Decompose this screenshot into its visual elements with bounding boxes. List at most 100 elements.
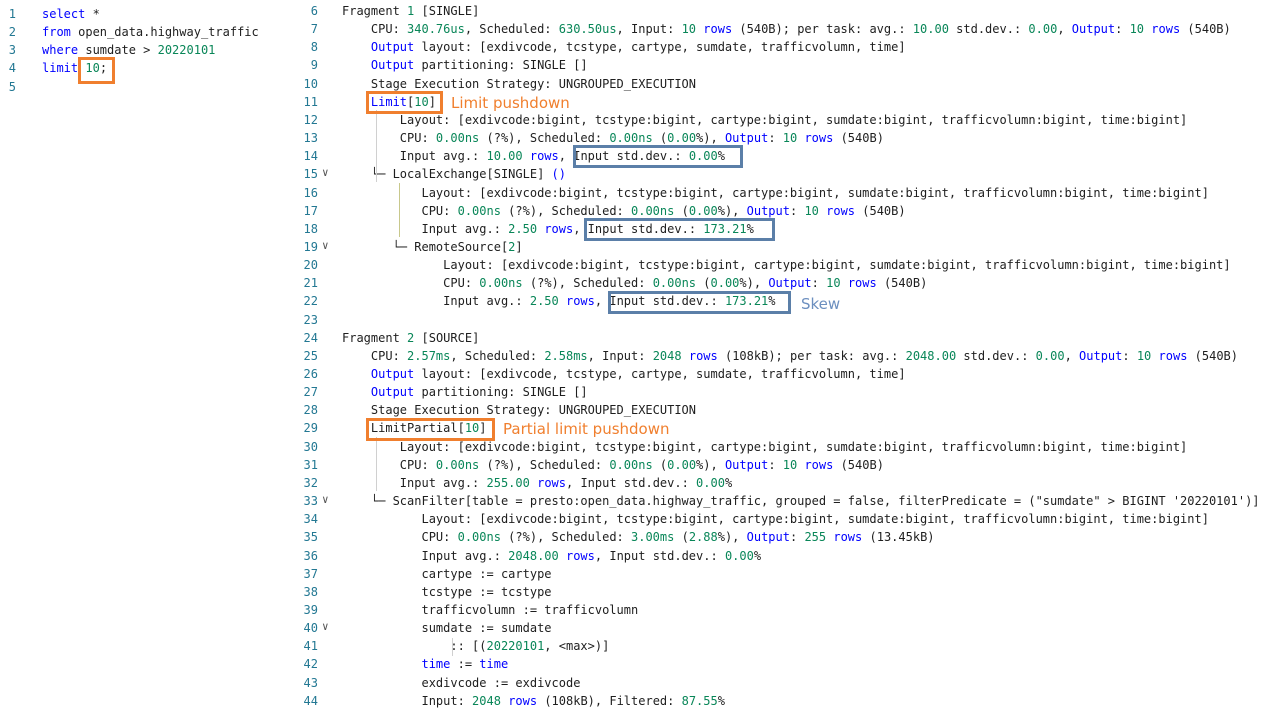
code-line[interactable]: from open_data.highway_traffic [42, 23, 259, 41]
code-line[interactable]: trafficvolumn := trafficvolumn [342, 601, 638, 619]
line-number: 27 [303, 385, 318, 400]
code-line[interactable]: └─ RemoteSource[2] [342, 238, 523, 256]
code-line[interactable]: CPU: 0.00ns (?%), Scheduled: 0.00ns (0.0… [342, 456, 884, 474]
code-line[interactable]: Input avg.: 2.50 rows, Input std.dev.: 1… [342, 220, 753, 238]
number-token: 2048.00 [508, 548, 559, 563]
code-line[interactable]: Input avg.: 2048.00 rows, Input std.dev.… [342, 547, 761, 565]
keyword-token: select [42, 7, 86, 21]
code-line[interactable]: Output layout: [exdivcode, tcstype, cart… [342, 38, 906, 56]
fold-chevron-icon[interactable]: ∨ [322, 166, 329, 180]
code-line[interactable]: cartype := cartype [342, 565, 552, 583]
code-line[interactable]: time := time [342, 655, 508, 673]
code-line[interactable]: CPU: 0.00ns (?%), Scheduled: 3.00ms (2.8… [342, 528, 935, 546]
localexchange-stddev-highlight [584, 218, 775, 241]
code-line[interactable]: CPU: 2.57ms, Scheduled: 2.58ms, Input: 2… [342, 347, 1238, 365]
keyword-token: Output [746, 203, 790, 218]
line-number: 11 [303, 94, 318, 109]
number-token: 255.00 [486, 475, 530, 490]
code-line[interactable]: └─ ScanFilter[table = presto:open_data.h… [342, 492, 1260, 510]
code-line[interactable]: :: [(20220101, <max>)] [342, 637, 609, 655]
code-token: : [768, 131, 783, 146]
code-line[interactable]: Layout: [exdivcode:bigint, tcstype:bigin… [342, 256, 1231, 274]
limitpartial-operator-highlight [366, 418, 495, 441]
code-line[interactable]: Stage Execution Strategy: UNGROUPED_EXEC… [342, 401, 696, 419]
line-number: 28 [303, 403, 318, 418]
code-line[interactable]: Layout: [exdivcode:bigint, tcstype:bigin… [342, 111, 1187, 129]
code-line[interactable]: where sumdate > 20220101 [42, 41, 215, 59]
code-line[interactable]: Fragment 1 [SINGLE] [342, 2, 479, 20]
line-number: 24 [303, 330, 318, 345]
code-line[interactable]: CPU: 0.00ns (?%), Scheduled: 0.00ns (0.0… [342, 274, 927, 292]
code-line[interactable]: Layout: [exdivcode:bigint, tcstype:bigin… [342, 510, 1208, 528]
line-number: 1 [8, 7, 16, 21]
number-token: 173.21 [724, 294, 769, 309]
number-token: 2048 [652, 348, 682, 363]
code-token: %), [717, 203, 747, 218]
number-token: 2.58ms [544, 348, 588, 363]
fold-chevron-icon[interactable]: ∨ [322, 493, 329, 507]
line-number: 42 [303, 657, 318, 672]
code-token: CPU: [342, 530, 458, 545]
code-line[interactable]: limit 10; [42, 59, 107, 77]
line-number: 32 [303, 475, 318, 490]
code-token [342, 385, 371, 399]
code-line[interactable]: └─ LocalExchange[SINGLE] () [342, 165, 566, 183]
code-token: %), [696, 131, 725, 146]
number-token: 0.00 [1028, 22, 1058, 37]
code-token: , [1057, 22, 1072, 37]
line-number: 16 [303, 185, 318, 200]
code-token: Fragment [342, 330, 408, 345]
fold-chevron-icon[interactable]: ∨ [322, 620, 329, 634]
code-line[interactable]: CPU: 0.00ns (?%), Scheduled: 0.00ns (0.0… [342, 202, 905, 220]
code-token: cartype := cartype [342, 566, 552, 581]
code-line[interactable]: Output layout: [exdivcode, tcstype, cart… [342, 365, 906, 383]
code-token: , Input std.dev.: [594, 548, 725, 563]
fold-chevron-icon[interactable]: ∨ [322, 238, 329, 252]
code-line[interactable]: Fragment 2 [SOURCE] [342, 329, 479, 347]
number-token: 630.50us [558, 22, 617, 37]
code-line[interactable]: Layout: [exdivcode:bigint, tcstype:bigin… [342, 184, 1209, 202]
keyword-token: rows [565, 548, 595, 563]
code-token: Layout: [exdivcode:bigint, tcstype:bigin… [342, 185, 1209, 200]
code-token: %), [696, 457, 725, 472]
code-line[interactable]: Input: 2048 rows (108kB), Filtered: 87.5… [342, 692, 724, 710]
code-line[interactable]: Stage Execution Strategy: UNGROUPED_EXEC… [342, 75, 696, 93]
number-token: 10 [1136, 348, 1152, 363]
number-token: 10 [464, 421, 480, 436]
code-line[interactable]: Output partitioning: SINGLE [] [342, 383, 588, 401]
code-token [559, 294, 566, 308]
code-token [342, 40, 371, 54]
code-line[interactable]: LimitPartial[10] [342, 419, 487, 437]
code-token: : [1122, 348, 1137, 363]
code-token: exdivcode := exdivcode [342, 675, 581, 690]
code-line[interactable]: CPU: 0.00ns (?%), Scheduled: 0.00ns (0.0… [342, 129, 884, 147]
code-line[interactable]: Input avg.: 255.00 rows, Input std.dev.:… [342, 474, 732, 492]
keyword-token: time [421, 657, 451, 672]
code-line[interactable]: Layout: [exdivcode:bigint, tcstype:bigin… [342, 438, 1187, 456]
code-line[interactable]: Output partitioning: SINGLE [] [342, 56, 588, 74]
indent-guide [376, 437, 377, 491]
line-number: 44 [303, 693, 318, 708]
code-line[interactable]: select * [42, 5, 100, 23]
partial-limit-pushdown-annotation: Partial limit pushdown [503, 420, 670, 438]
code-line[interactable]: exdivcode := exdivcode [342, 674, 580, 692]
code-line[interactable]: tcstype := tcstype [342, 583, 551, 601]
code-token: (13.45kB) [862, 530, 935, 545]
number-token: 2.50 [508, 221, 538, 236]
code-token [682, 349, 689, 363]
code-line[interactable]: Input avg.: 10.00 rows, Input std.dev.: … [342, 147, 725, 165]
code-token: (?%), Scheduled: [479, 457, 610, 472]
number-token: 10 [826, 276, 841, 291]
line-number: 33 [303, 494, 318, 509]
code-line[interactable]: Limit[10] [342, 93, 436, 111]
line-number: 9 [310, 58, 318, 73]
code-token: Layout: [exdivcode:bigint, tcstype:bigin… [342, 439, 1188, 454]
number-token: 0.00 [667, 131, 697, 146]
code-line[interactable]: sumdate := sumdate [342, 619, 551, 637]
code-line[interactable]: Input avg.: 2.50 rows, Input std.dev.: 1… [342, 292, 775, 310]
code-line[interactable]: CPU: 340.76us, Scheduled: 630.50us, Inpu… [342, 20, 1231, 38]
code-token: Layout: [exdivcode:bigint, tcstype:bigin… [342, 112, 1188, 127]
code-token: trafficvolumn := trafficvolumn [342, 602, 639, 617]
